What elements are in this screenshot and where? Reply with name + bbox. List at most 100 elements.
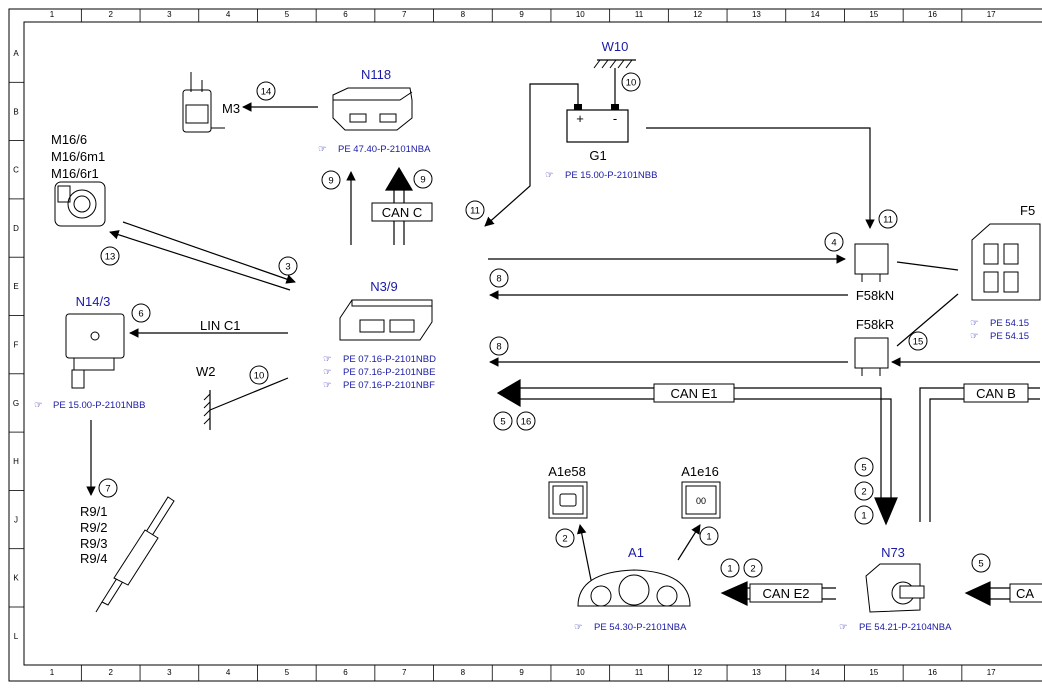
svg-text:PE 54.15: PE 54.15 bbox=[990, 331, 1029, 342]
grid-column-label: 5 bbox=[285, 10, 290, 19]
grid-column-label: 5 bbox=[285, 668, 290, 677]
svg-text:8: 8 bbox=[496, 342, 501, 353]
svg-text:F58kR: F58kR bbox=[856, 317, 894, 332]
grid-column-label: 15 bbox=[869, 10, 878, 19]
grid-column-labels: 1122334455667788991010111112121313141415… bbox=[50, 9, 996, 681]
svg-text:W2: W2 bbox=[196, 364, 216, 379]
f5-refs[interactable]: ☞ PE 54.15 ☞ PE 54.15 bbox=[970, 318, 1029, 342]
grid-column-label: 8 bbox=[461, 10, 466, 19]
a1-ref[interactable]: ☞ PE 54.30-P-2101NBA bbox=[574, 622, 687, 633]
bus-label-can-b: CAN B bbox=[963, 383, 1029, 403]
grid-column-label: 10 bbox=[576, 668, 585, 677]
callout-number: 1 bbox=[720, 558, 740, 578]
g1-ref[interactable]: ☞ PE 15.00-P-2101NBB bbox=[545, 170, 657, 181]
svg-text:M3: M3 bbox=[222, 101, 240, 116]
n14-3-ref[interactable]: ☞ PE 15.00-P-2101NBB bbox=[34, 400, 145, 411]
svg-text:1: 1 bbox=[861, 511, 866, 522]
book-icon: ☞ bbox=[34, 400, 43, 411]
svg-text:M16/6: M16/6 bbox=[51, 132, 87, 147]
callout-number: 2 bbox=[743, 558, 763, 578]
bus-label-can-e2: CAN E2 bbox=[749, 583, 823, 603]
callout-number: 11 bbox=[878, 209, 898, 229]
book-icon: ☞ bbox=[574, 622, 583, 633]
svg-text:1: 1 bbox=[706, 532, 711, 543]
svg-text:CA: CA bbox=[1016, 586, 1034, 601]
n3-9-ecu[interactable]: N3/9 bbox=[339, 279, 433, 341]
g1-battery[interactable]: + - G1 bbox=[566, 104, 629, 163]
callout-number: 5 bbox=[493, 411, 513, 431]
m16-throttle[interactable]: M16/6 M16/6m1 M16/6r1 bbox=[51, 132, 106, 227]
svg-text:5: 5 bbox=[500, 417, 505, 428]
f58kn-relay[interactable]: F58kN bbox=[854, 243, 894, 303]
grid-column-label: 3 bbox=[167, 10, 172, 19]
svg-text:+: + bbox=[576, 111, 584, 126]
key-icon bbox=[899, 585, 925, 599]
callout-number: 10 bbox=[249, 365, 269, 385]
n14-3-module[interactable]: N14/3 bbox=[65, 294, 125, 389]
grid-column-label: 12 bbox=[693, 10, 702, 19]
n73-ref[interactable]: ☞ PE 54.21-P-2104NBA bbox=[839, 622, 952, 633]
svg-text:6: 6 bbox=[138, 309, 143, 320]
grid-column-label: 16 bbox=[928, 668, 937, 677]
svg-text:5: 5 bbox=[978, 559, 983, 570]
grid-column-label: 14 bbox=[811, 10, 820, 19]
book-icon: ☞ bbox=[970, 318, 979, 329]
glow-plug-icon: 00 bbox=[696, 496, 706, 506]
svg-text:F58kN: F58kN bbox=[856, 288, 894, 303]
book-icon: ☞ bbox=[839, 622, 848, 633]
m3-fuel-pump[interactable]: M3 bbox=[182, 72, 240, 133]
callout-number: 1 bbox=[699, 526, 719, 546]
grid-row-label: L bbox=[14, 632, 19, 641]
grid-column-label: 16 bbox=[928, 10, 937, 19]
grid-row-label: C bbox=[13, 166, 19, 175]
grid-column-label: 11 bbox=[635, 10, 644, 19]
book-icon: ☞ bbox=[318, 144, 327, 155]
svg-text:N14/3: N14/3 bbox=[76, 294, 111, 309]
n3-9-refs[interactable]: ☞ PE 07.16-P-2101NBD ☞ PE 07.16-P-2101NB… bbox=[323, 354, 436, 391]
svg-text:CAN C: CAN C bbox=[382, 205, 422, 220]
callout-number: 9 bbox=[321, 170, 341, 190]
svg-text:2: 2 bbox=[861, 487, 866, 498]
r9-glow-plug[interactable]: R9/1 R9/2 R9/3 R9/4 bbox=[80, 496, 175, 613]
callout-number: 16 bbox=[516, 411, 536, 431]
a1-instrument-cluster[interactable]: A1 bbox=[577, 545, 691, 607]
n118-module[interactable]: N118 bbox=[332, 67, 413, 131]
grid-column-label: 1 bbox=[50, 668, 55, 677]
grid-row-label: A bbox=[13, 49, 19, 58]
grid-column-label: 4 bbox=[226, 668, 231, 677]
n73-ignition-switch[interactable]: N73 bbox=[865, 545, 925, 613]
svg-text:11: 11 bbox=[470, 206, 480, 217]
svg-text:CAN B: CAN B bbox=[976, 386, 1016, 401]
svg-text:R9/3: R9/3 bbox=[80, 536, 107, 551]
callout-number: 14 bbox=[256, 81, 276, 101]
a1e58-indicator[interactable]: A1e58 bbox=[548, 464, 588, 519]
svg-text:15: 15 bbox=[913, 337, 924, 348]
f5-fuse-box[interactable]: F5 bbox=[971, 203, 1041, 301]
svg-text:M16/6m1: M16/6m1 bbox=[51, 149, 105, 164]
grid-column-label: 9 bbox=[519, 668, 524, 677]
wires bbox=[86, 68, 1040, 596]
grid-row-label: K bbox=[13, 574, 19, 583]
svg-text:14: 14 bbox=[261, 87, 272, 98]
svg-text:A1e16: A1e16 bbox=[681, 464, 719, 479]
svg-text:CAN E1: CAN E1 bbox=[671, 386, 718, 401]
book-icon: ☞ bbox=[545, 170, 554, 181]
svg-text:G1: G1 bbox=[589, 148, 606, 163]
bus-label-can-c: CAN C bbox=[371, 202, 433, 222]
callout-number: 6 bbox=[131, 303, 151, 323]
callout-number: 8 bbox=[489, 336, 509, 356]
f58kr-relay[interactable]: F58kR bbox=[854, 317, 894, 376]
frame bbox=[8, 8, 1042, 682]
book-icon: ☞ bbox=[323, 354, 332, 365]
book-icon: ☞ bbox=[323, 380, 332, 391]
grid-column-label: 8 bbox=[461, 668, 466, 677]
svg-text:A1e58: A1e58 bbox=[548, 464, 586, 479]
n118-ref[interactable]: ☞ PE 47.40-P-2101NBA bbox=[318, 144, 431, 155]
grid-column-label: 14 bbox=[811, 668, 820, 677]
callout-number: 8 bbox=[489, 268, 509, 288]
callout-number: 13 bbox=[100, 246, 120, 266]
w10-ground: W10 bbox=[593, 39, 636, 69]
svg-text:PE 54.30-P-2101NBA: PE 54.30-P-2101NBA bbox=[594, 622, 687, 633]
a1e16-indicator[interactable]: A1e16 00 bbox=[681, 464, 721, 519]
